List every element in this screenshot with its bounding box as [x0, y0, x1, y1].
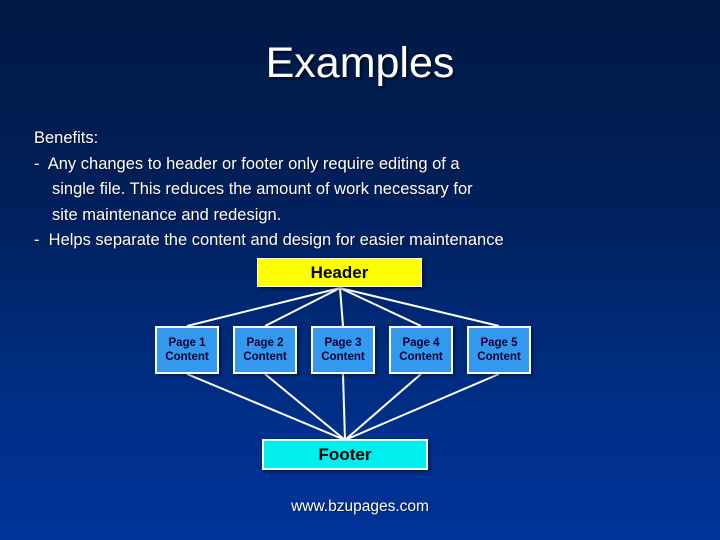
page-3-line-1: Page 3	[324, 337, 362, 349]
body-heading: Benefits:	[34, 129, 99, 147]
body-bullet-line-1: - Any changes to header or footer only r…	[34, 154, 460, 173]
diagram-node-page-3[interactable]: Page 3 Content	[311, 326, 375, 374]
body-bullet-line-4: - Helps separate the content and design …	[34, 231, 504, 249]
page-1-line-1: Page 1	[168, 337, 206, 349]
page-5-line-2: Content	[477, 351, 521, 363]
page-2-line-1: Page 2	[246, 337, 284, 349]
diagram-node-header-label: Header	[310, 262, 369, 282]
page-5-line-1: Page 5	[480, 337, 518, 349]
diagram-node-page-4[interactable]: Page 4 Content	[389, 326, 453, 374]
diagram-node-page-1[interactable]: Page 1 Content	[155, 326, 219, 374]
diagram-node-page-5[interactable]: Page 5 Content	[467, 326, 531, 374]
page-4-line-2: Content	[399, 351, 443, 363]
diagram-node-page-2[interactable]: Page 2 Content	[233, 326, 297, 374]
diagram-node-header[interactable]: Header	[257, 258, 422, 287]
page-3-line-2: Content	[321, 351, 365, 363]
body-text-block: Benefits: - Any changes to header or foo…	[34, 126, 674, 254]
source-url: www.bzupages.com	[291, 498, 429, 515]
page-4-line-1: Page 4	[402, 337, 440, 349]
page-2-line-2: Content	[243, 351, 287, 363]
body-bullet-line-2: single file. This reduces the amount of …	[52, 180, 473, 198]
page-1-line-2: Content	[165, 351, 209, 363]
body-bullet-line-3: site maintenance and redesign.	[52, 205, 282, 224]
diagram-node-footer[interactable]: Footer	[262, 439, 428, 470]
page-title: Examples	[265, 39, 455, 87]
diagram-node-footer-label: Footer	[318, 444, 372, 464]
